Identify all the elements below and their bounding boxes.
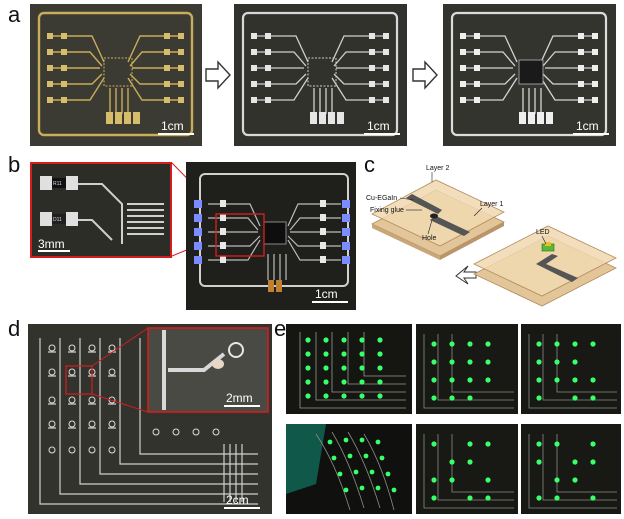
panel-c-diagram: Layer 2 Cu-EGaIn Fixing glue Hole Layer … [366, 160, 620, 310]
panel-d-letter: d [8, 316, 21, 341]
panel-a-scale-1: 1cm [161, 119, 184, 133]
panel-c-letter: c [364, 152, 375, 177]
panel-c-label-layer2: Layer 2 [426, 165, 449, 172]
panel-c-label-led: LED [536, 229, 550, 236]
panel-a-photo-2: 1cm [234, 4, 407, 146]
panel-e-letter: e [274, 316, 287, 341]
panel-b-letter: b [8, 152, 21, 177]
panel-a-photo-3: 1cm [443, 4, 616, 146]
panel-b-main-scale: 1cm [315, 287, 338, 301]
panel-b-inset: R11 D11 3mm [30, 162, 172, 258]
panel-e-photo-3 [521, 324, 621, 414]
panel-c-label-fixing-glue: Fixing glue [370, 207, 404, 214]
panel-a-scale-2: 1cm [367, 119, 390, 133]
panel-c-label-layer1: Layer 1 [480, 201, 503, 208]
panel-c-label-cu-egain: Cu-EGaIn [366, 195, 397, 202]
panel-a-letter: a [8, 2, 21, 27]
panel-b-inset-scale: 3mm [38, 237, 65, 251]
panel-e-photo-4 [286, 424, 412, 514]
panel-a-photo-1: 1cm [30, 4, 202, 146]
panel-b-inset-label-r11: R11 [53, 181, 62, 187]
panel-e-photo-1 [286, 324, 412, 414]
panel-c-label-hole: Hole [422, 235, 437, 242]
panel-a-scale-3: 1cm [576, 119, 599, 133]
panel-a-arrow-1 [204, 60, 232, 90]
panel-b-inset-label-d11: D11 [53, 217, 62, 223]
panel-e-photo-6 [521, 424, 621, 514]
panel-a-arrow-2 [411, 60, 439, 90]
panel-e-photo-2 [416, 324, 518, 414]
panel-d-inset-scale: 2mm [226, 391, 253, 405]
panel-b-photo: 1cm [186, 162, 356, 310]
panel-d-photo: 2mm 2cm [28, 324, 272, 514]
panel-e-photo-5 [416, 424, 518, 514]
panel-d-main-scale: 2cm [226, 493, 249, 507]
